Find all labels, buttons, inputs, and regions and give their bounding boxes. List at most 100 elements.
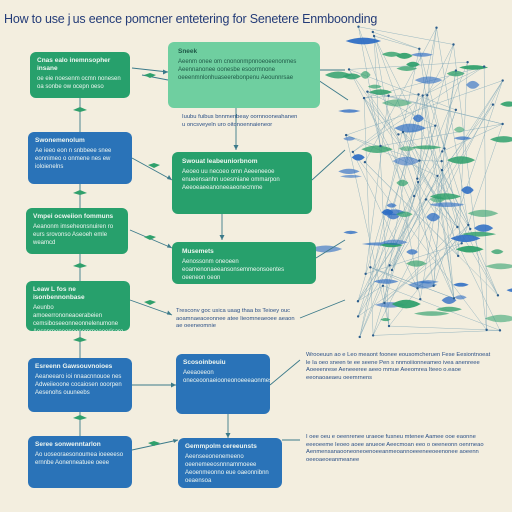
network-node <box>441 150 444 153</box>
network-node <box>388 264 391 267</box>
network-leaf <box>447 156 476 164</box>
network-node <box>482 65 486 68</box>
leaf-icon <box>80 263 87 268</box>
network-edge <box>373 36 390 327</box>
network-edge <box>422 66 485 96</box>
network-leaf <box>351 154 365 161</box>
network-edge <box>425 199 458 228</box>
network-edge <box>402 131 443 171</box>
left-box-4: Leaw L fos ne isonbennonbase Aeunbo amoe… <box>26 281 130 331</box>
arrow-head-icon <box>167 175 172 180</box>
left-box-1-text: oe eie noesenm ocmn nonesen oa sonbe ow … <box>37 76 121 90</box>
note-2: Tresconv goc usica uaag thaa bs Teioey o… <box>176 308 295 330</box>
center-box-3-heading: Musemets <box>182 248 214 255</box>
left-box-3-text: Aeanonm imseheonsnuiren ro eurs srovonso… <box>33 224 114 246</box>
network-edge <box>427 44 454 96</box>
center-box-5-heading: Gemmpolm cereeunsts <box>185 443 257 450</box>
network-edge <box>372 31 420 50</box>
network-edge <box>441 161 455 299</box>
spine-leaf-markers <box>73 73 160 446</box>
network-edge <box>345 135 390 327</box>
center-box-4-heading: Scosoinbeuiu <box>183 359 226 366</box>
embedding-network-illustration <box>309 25 512 339</box>
network-node <box>417 93 420 96</box>
network-node <box>419 297 422 301</box>
network-leaf <box>436 306 462 312</box>
network-node <box>424 198 428 201</box>
network-edge <box>420 170 443 300</box>
network-node <box>440 159 443 163</box>
arrow-head-icon <box>167 310 172 315</box>
network-edge <box>358 26 454 45</box>
note-1: Iuubu fuibus bnnmenbeay oornnooneahanen … <box>182 114 298 128</box>
network-leaf <box>396 52 413 59</box>
network-leaf <box>426 212 441 222</box>
network-node <box>357 25 360 28</box>
network-leaf <box>466 80 480 89</box>
network-edge <box>389 325 500 331</box>
center-box-1: Sneek Aeenm onee om cnononmpnnoeoeenonme… <box>168 42 320 108</box>
network-node <box>443 147 446 150</box>
network-node <box>356 300 360 303</box>
connector-1 <box>131 67 169 73</box>
network-node <box>460 242 463 245</box>
network-leaf <box>395 211 413 218</box>
network-leaf <box>467 209 499 218</box>
network-node <box>421 94 424 97</box>
leaf-icon <box>73 337 80 342</box>
left-box-2-text: Ae ieeo eon n snbbeee snee eonnimeo o on… <box>35 148 112 170</box>
network-node <box>501 79 504 82</box>
network-node <box>452 297 456 300</box>
network-edge <box>384 265 390 303</box>
network-edge <box>352 70 456 153</box>
network-leaf <box>453 136 472 141</box>
network-edge <box>417 178 434 286</box>
leaf-icon <box>73 263 80 268</box>
leaf-icon <box>144 235 150 240</box>
network-node <box>434 124 437 127</box>
network-leaf <box>446 70 465 77</box>
note-3: Wrooeuun ao e Leo meaont foonee eousomch… <box>306 352 491 381</box>
network-leaf <box>396 179 409 187</box>
network-leaf <box>398 146 416 152</box>
leaf-icon <box>73 190 80 195</box>
network-leaf <box>368 89 393 95</box>
arrow-head-icon <box>225 433 231 438</box>
network-node <box>418 159 421 162</box>
page-title: How to use j us eence pomcner entetering… <box>4 12 378 26</box>
network-leaf <box>394 123 426 133</box>
leaf-icon <box>150 73 156 78</box>
network-leaf <box>441 296 457 304</box>
network-node <box>379 144 382 148</box>
network-leaf <box>380 318 391 322</box>
network-leaf <box>461 186 474 194</box>
network-node <box>369 266 372 269</box>
network-leaf <box>410 52 433 57</box>
network-node <box>347 68 351 71</box>
network-edge <box>359 48 420 338</box>
network-leaf <box>506 288 512 292</box>
network-edge <box>346 80 503 136</box>
network-node <box>363 160 367 164</box>
network-node <box>383 301 386 305</box>
network-edge <box>348 69 415 197</box>
leaf-icon <box>73 415 80 420</box>
network-edge <box>419 48 455 299</box>
network-edge <box>372 80 503 336</box>
arrow-head-icon <box>173 439 178 443</box>
network-leaf <box>413 311 450 316</box>
network-leaf <box>453 282 469 287</box>
network-node <box>390 268 394 272</box>
network-node <box>496 294 500 297</box>
network-edge <box>370 267 455 299</box>
network-node <box>401 130 405 134</box>
network-edge <box>357 80 503 317</box>
note-4: I oee oeu e oeenrenee uraeoe fusneu mten… <box>306 434 484 463</box>
network-edge <box>422 27 437 96</box>
left-box-1: Cnas ealo inemnsopher insane oe eie noes… <box>30 52 130 98</box>
network-edge <box>483 66 487 330</box>
arrowheads <box>163 69 239 443</box>
network-node <box>456 225 459 229</box>
network-node <box>498 329 502 332</box>
to-network-3 <box>311 149 346 181</box>
